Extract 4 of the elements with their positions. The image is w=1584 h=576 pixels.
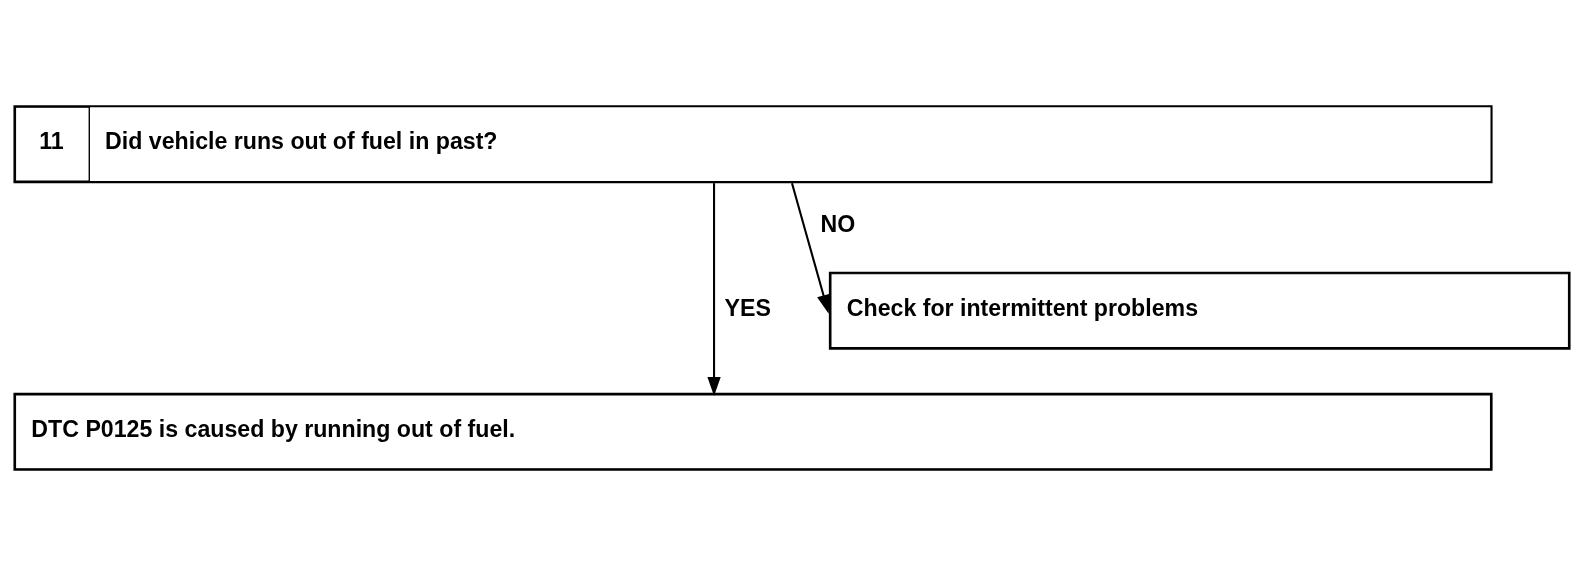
- edge-label: YES: [724, 294, 771, 321]
- edge-label: NO: [820, 211, 856, 238]
- arrow: [707, 183, 721, 397]
- arrow: [791, 182, 830, 314]
